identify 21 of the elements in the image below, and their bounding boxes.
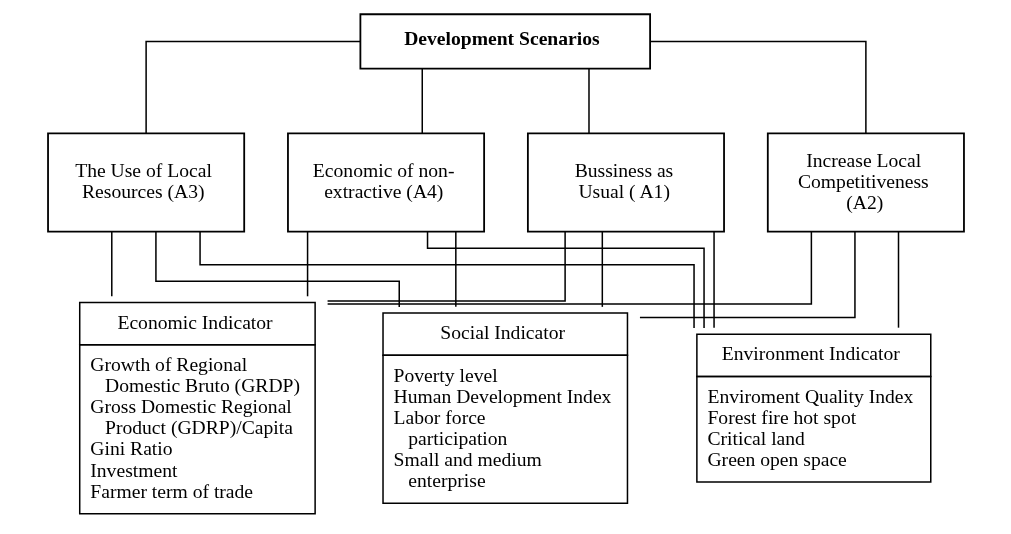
node-box: Economic of non-extractive (A4) — [286, 132, 485, 233]
connector — [110, 231, 113, 298]
connector — [154, 231, 400, 308]
connector — [144, 40, 361, 134]
node-box: Increase Local Competitiveness (A2) — [766, 132, 965, 233]
connector — [454, 231, 457, 308]
connector — [421, 67, 423, 134]
node-box: Bussiness as Usual ( A1) — [526, 132, 725, 233]
connector — [638, 230, 856, 319]
connector — [326, 231, 566, 302]
connector — [326, 231, 812, 305]
connector — [426, 230, 705, 329]
connector — [897, 231, 899, 329]
node-box: The Use of Local Resources (A3) — [46, 132, 245, 233]
connector — [712, 231, 715, 329]
connector — [306, 231, 308, 298]
connector — [601, 231, 603, 308]
connector — [649, 40, 867, 134]
connector — [587, 67, 590, 134]
node-box: Development Scenarios — [359, 13, 651, 70]
connector — [198, 231, 695, 329]
